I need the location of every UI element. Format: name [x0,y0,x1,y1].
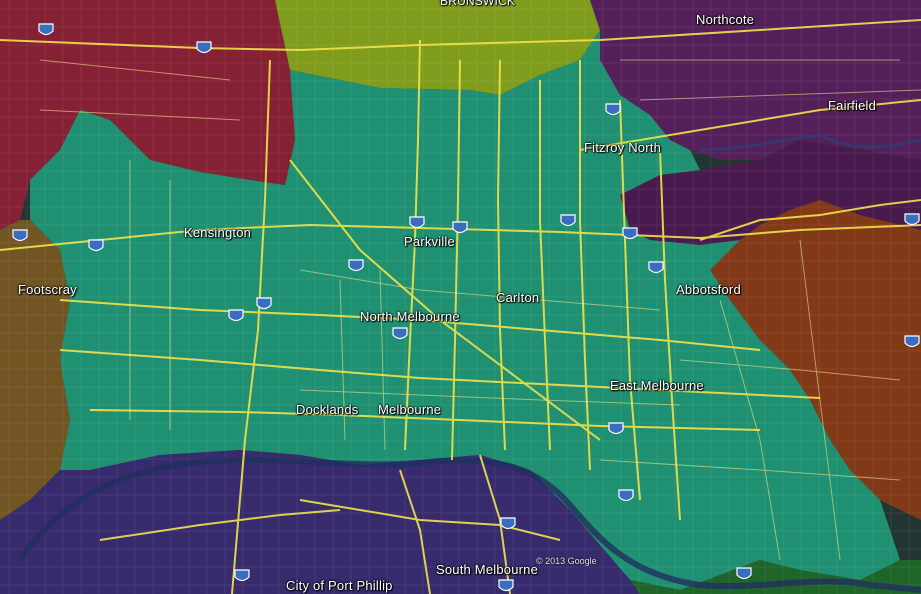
route-shield-icon[interactable] [196,40,212,56]
minor-roads [39,59,921,561]
route-shield-icon[interactable] [88,238,104,254]
route-shield-icon[interactable] [452,220,468,236]
route-shield-icon[interactable] [256,296,272,312]
yarra-river [17,457,921,593]
route-shield-icon[interactable] [618,488,634,504]
route-shield-icon[interactable] [498,578,514,594]
place-label-docklands: Docklands [296,402,359,417]
route-shield-icon[interactable] [500,516,516,532]
roads [0,19,921,594]
route-shield-icon[interactable] [560,213,576,229]
route-shield-icon[interactable] [348,258,364,274]
route-shield-icon[interactable] [904,212,920,228]
place-label-carlton: Carlton [496,290,540,305]
place-label-fitzroy-north: Fitzroy North [584,140,662,155]
route-shield-icon[interactable] [736,566,752,582]
place-label-north-melbourne: North Melbourne [360,309,460,324]
place-label-brunswick: BRUNSWICK [440,0,516,8]
place-label-footscray: Footscray [18,282,77,297]
route-shield-icon[interactable] [904,334,920,350]
route-shield-icon[interactable] [38,22,54,38]
place-label-east-melbourne: East Melbourne [610,378,704,393]
place-label-south-melbourne: South Melbourne [436,562,539,577]
route-shield-icon[interactable] [409,215,425,231]
place-label-parkville: Parkville [404,234,455,249]
place-label-fairfield: Fairfield [828,98,877,113]
route-shield-icon[interactable] [648,260,664,276]
place-label-kensington: Kensington [184,225,252,240]
place-label-melbourne: Melbourne [378,402,442,417]
route-shield-icon[interactable] [12,228,28,244]
place-label-northcote: Northcote [696,12,755,27]
route-shield-icon[interactable] [605,102,621,118]
route-shield-icon[interactable] [622,226,638,242]
route-shield-icon[interactable] [392,326,408,342]
map-credit: © 2013 Google [536,556,597,566]
place-label-abbotsford: Abbotsford [676,282,741,297]
route-shield-icon[interactable] [228,308,244,324]
route-shield-icon[interactable] [608,421,624,437]
route-shield-icon[interactable] [234,568,250,584]
merri-creek [699,133,921,152]
place-label-city-of-port-phillip: City of Port Phillip [286,578,393,593]
